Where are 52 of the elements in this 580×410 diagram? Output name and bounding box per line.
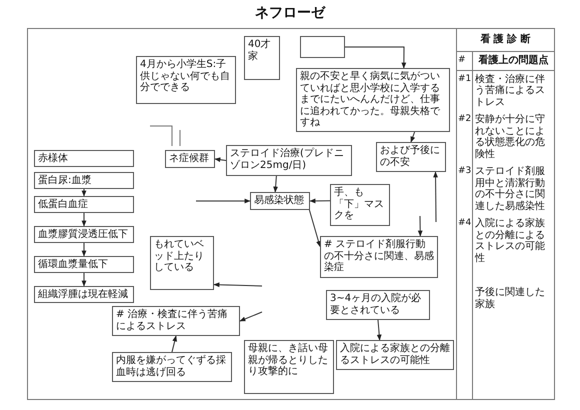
process-box: 親の不安と早く病気に気がついていればと思小学校に入学するまでにたいへんんだけど、仕事に追われてかった。母親失格ですね — [296, 68, 450, 132]
arrow — [213, 282, 262, 288]
problem-number: #1 — [457, 70, 473, 111]
problem-text: 検査・治療に伴う苦痛によるストレス — [474, 72, 546, 110]
arrow — [376, 320, 382, 341]
arrow — [82, 242, 86, 257]
arrow — [239, 312, 262, 322]
arrow — [82, 212, 86, 227]
problem-text: 安静が十分に守れないことによる状態悪化の危険性 — [474, 112, 546, 162]
problem-number: #3 — [457, 163, 473, 215]
arrow — [172, 335, 178, 352]
problem-number: #4 — [457, 215, 473, 267]
process-box: および予後にの不安 — [376, 142, 446, 172]
arrow — [273, 176, 278, 193]
arrow — [82, 272, 86, 287]
arrow — [214, 157, 226, 162]
arrow — [410, 132, 416, 143]
arrow — [82, 188, 86, 197]
diagram-title: ネフローゼ — [254, 4, 326, 22]
process-box: 入院による家族との分離るストレスの可能性 — [336, 340, 454, 370]
arrow — [308, 210, 321, 248]
process-box: 母親に、き話い母親が帰るとりしたり攻撃的に — [244, 340, 334, 394]
process-box: 易感染状態 — [250, 192, 310, 210]
table-heading: 看 護 診 断 — [457, 29, 554, 52]
process-box: 低蛋白血症 — [34, 196, 134, 213]
process-box: # ステロイド剤服行動の不十分さに関連、易感染症 — [320, 236, 438, 278]
arrow — [309, 198, 330, 204]
process-box: ネ症候群 — [165, 150, 215, 168]
arrow — [418, 216, 423, 237]
empty-box — [300, 36, 345, 58]
process-box: もれていベッド上たりしている — [150, 236, 214, 290]
process-box: 4月から小学生S:子供じゃない何でも自分でできる — [136, 56, 236, 104]
problem-text: ステロイド剤服用中と清潔行動の不十分さに関連した易感染性 — [474, 164, 546, 214]
process-box: 血漿膠質浸透圧低下 — [34, 226, 134, 243]
problem-text: 入院による家族との分離によるストレスの可能性 — [474, 216, 546, 266]
arrow — [196, 198, 251, 204]
process-box: # 治療・検査に伴う苦痛によるストレス — [112, 306, 240, 336]
process-box: 循環血漿量低下 — [34, 256, 134, 273]
table-note: 予後に関連した家族 — [475, 287, 546, 310]
process-box: 手、も「下」マスクを — [330, 184, 390, 226]
process-box: 蛋白尿:血漿 — [34, 172, 134, 189]
process-box: 3~4ヶ月の入院が必要とされている — [326, 290, 430, 320]
arrow — [433, 171, 438, 222]
column-header: # — [457, 52, 473, 70]
process-box: 組織浮腫は現在軽減 — [34, 286, 134, 303]
arrow — [344, 46, 406, 69]
process-box: 内服を嫌がってぐずる採血時は逃げ回る — [112, 352, 232, 382]
process-box: ステロイド治療(プレドニゾロン25mg/日) — [226, 145, 352, 176]
process-box: 40才家 — [244, 36, 280, 80]
problem-number: #2 — [457, 111, 473, 163]
process-box: 赤様体 — [34, 150, 134, 167]
column-header: 看護上の問題点 — [478, 54, 550, 68]
